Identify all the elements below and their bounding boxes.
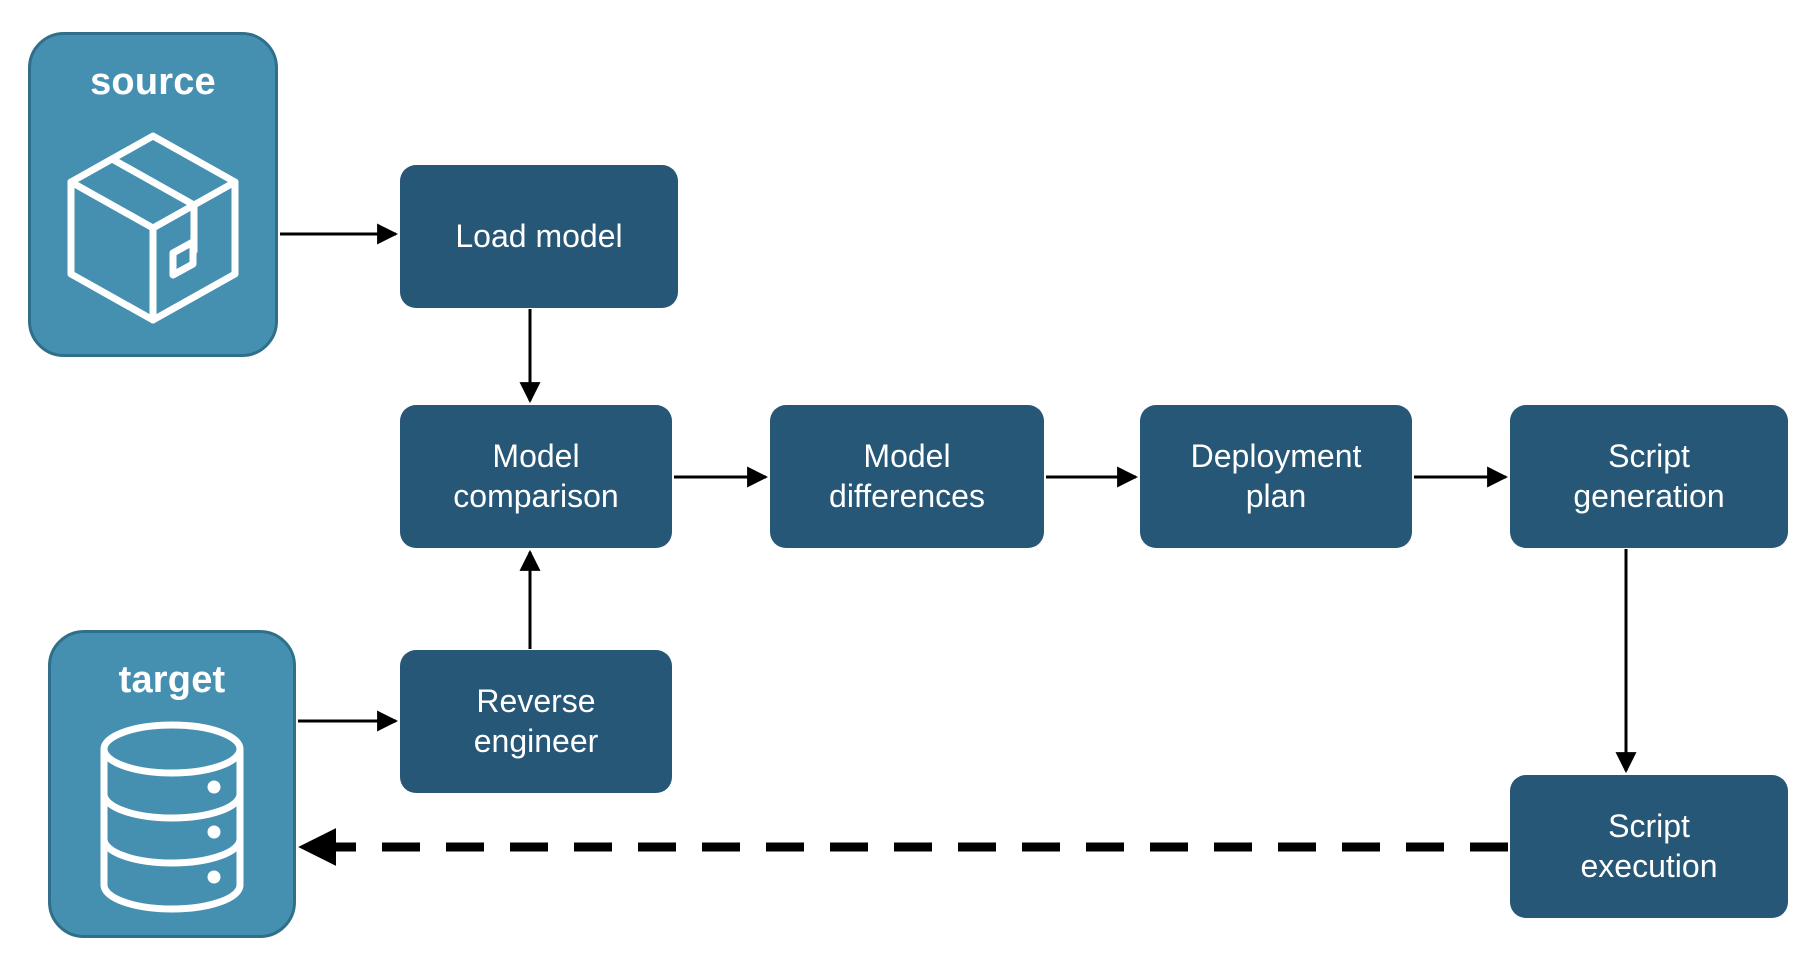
endpoint-label-target: target <box>118 659 226 701</box>
process-label-deployment-plan: Deployment plan <box>1190 438 1362 514</box>
process-box-model-differences[interactable]: Model differences <box>770 405 1044 548</box>
process-label-script-generation: Script generation <box>1573 438 1725 514</box>
database-cylinder-icon <box>51 699 293 935</box>
process-label-load-model: Load model <box>455 217 623 254</box>
endpoint-card-target[interactable]: target <box>48 630 296 938</box>
endpoint-card-source[interactable]: source <box>28 32 278 357</box>
package-box-icon <box>31 101 275 354</box>
process-label-reverse-engineer: Reverse engineer <box>473 683 599 759</box>
endpoint-label-source: source <box>90 61 216 103</box>
process-label-model-differences: Model differences <box>829 438 985 514</box>
process-box-script-generation[interactable]: Script generation <box>1510 405 1788 548</box>
process-box-load-model[interactable]: Load model <box>400 165 678 308</box>
process-box-reverse-engineer[interactable]: Reverse engineer <box>400 650 672 793</box>
process-box-deployment-plan[interactable]: Deployment plan <box>1140 405 1412 548</box>
process-label-model-comparison: Model comparison <box>453 438 619 514</box>
process-box-model-comparison[interactable]: Model comparison <box>400 405 672 548</box>
process-box-script-execution[interactable]: Script execution <box>1510 775 1788 918</box>
process-label-script-execution: Script execution <box>1580 808 1718 884</box>
